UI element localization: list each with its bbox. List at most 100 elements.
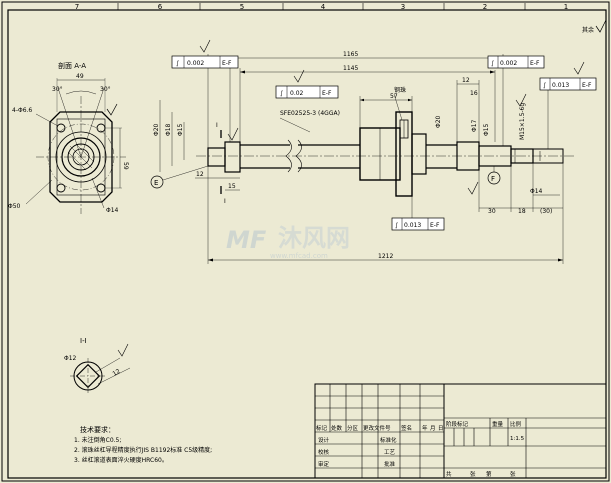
tb-label-check: 校核: [318, 448, 330, 456]
tb-label-ratify: 批准: [384, 460, 396, 468]
detail-title: I-I: [80, 337, 87, 345]
tol-left-val: 0.002: [187, 60, 204, 67]
tb-header-2: 分区: [347, 424, 359, 432]
datum-e-label: E: [154, 179, 158, 187]
tol-right-val: 0.002: [500, 60, 517, 67]
dim-total-1212: 1212: [378, 253, 393, 260]
dim-phi50: Φ50: [8, 203, 21, 210]
tb-header-7: 日: [438, 425, 444, 432]
dim-angle-left: 30°: [52, 86, 63, 93]
section-marker-top: I: [216, 122, 218, 129]
dim-screw-1145: 1145: [343, 65, 358, 72]
zone-4: 4: [321, 3, 326, 11]
tol-bottom-val: 0.013: [404, 222, 421, 229]
tech-note-3: 3. 丝杠滚道表面淬火硬度HRC60。: [74, 456, 168, 464]
tol-frame-bottom: ∫ 0.013 E-F: [391, 217, 445, 231]
mount-hole-bl: [56, 183, 66, 193]
zone-strip: 7 6 5 4 3 2 1: [75, 3, 568, 11]
screw-shaft-left: [240, 144, 290, 169]
flange-outline: [49, 111, 113, 203]
section-dim-text: 49 30° 30° 4-Φ6.6 59 Φ50 Φ14: [8, 73, 129, 214]
roughness-marks: [199, 39, 585, 195]
detail-dim-phi: Φ12: [64, 355, 77, 362]
dim-12-left: 12: [196, 171, 204, 178]
tech-note-1: 1. 未注倒角C0.5;: [74, 436, 121, 444]
mount-hole-tl: [56, 123, 66, 133]
dim-phi14-right: Φ14: [530, 188, 543, 195]
tol-far-ref: E-F: [582, 82, 592, 89]
mount-hole-br: [96, 183, 106, 193]
detail-dim-size: 12: [112, 368, 122, 378]
dim-12-top: 12: [462, 77, 470, 84]
zone-5: 5: [240, 3, 244, 11]
dim-left-phi-2: Φ15: [177, 123, 184, 136]
dim-18: 18: [518, 208, 526, 215]
tol-frame-mid: ∫ 0.02 E-F: [275, 85, 339, 99]
nut-label: 钢珠: [394, 86, 406, 94]
tb-right-weight: 重量: [492, 420, 504, 428]
zone-1: 1: [564, 3, 568, 11]
tb-header-5: 年: [422, 424, 428, 432]
tb-header-4: 签名: [401, 424, 412, 432]
left-shoulder: [224, 141, 241, 173]
dim-30-ref: (30): [540, 208, 552, 215]
dim-30: 30: [488, 208, 496, 215]
zone-3: 3: [401, 3, 405, 11]
tol-far-sym: ∫: [543, 82, 546, 89]
tol-mid-val: 0.02: [290, 90, 304, 97]
tol-right-ref: E-F: [530, 60, 540, 67]
datum-f: F: [487, 166, 501, 185]
dim-left-phi-0: Φ20: [153, 123, 160, 136]
dim-15: 15: [228, 183, 236, 190]
dim-hole-count: 4-: [12, 107, 18, 114]
screw-model: SFE02525-3 (4GGA): [280, 110, 340, 117]
tb-right-scale: 比例: [510, 420, 522, 428]
watermark-url: www.mfcad.com: [270, 252, 328, 260]
dim-49: 49: [76, 73, 84, 80]
main-shaft-view: [196, 111, 576, 197]
dim-phi-nut: Φ20: [435, 115, 442, 128]
tol-mid-ref: E-F: [322, 90, 332, 97]
roughness-symbol-corner: [595, 19, 607, 33]
dim-phi14: Φ14: [106, 207, 119, 214]
tb-bottom-0: 共: [446, 470, 452, 478]
tol-bottom-sym: ∫: [395, 222, 398, 229]
dim-thread: M15×1.5-6g: [519, 103, 526, 140]
tb-label-approve: 审定: [318, 460, 330, 468]
tb-label-process: 工艺: [384, 449, 396, 456]
detail-view-i-i: I-I: [70, 337, 131, 394]
main-dim-text: 1165 1145 1212 57 12 16 12 15 30 18 (30)…: [153, 51, 552, 260]
datum-e: E: [150, 165, 209, 189]
section-view-a-a: 剖面 A-A: [25, 61, 126, 214]
tb-bottom-3: 张: [510, 470, 516, 478]
zone-2: 2: [483, 3, 487, 11]
section-marker-bottom: I: [224, 198, 226, 205]
detail-square: [75, 363, 101, 389]
left-journal: [207, 147, 226, 167]
tb-header-6: 月: [430, 425, 436, 432]
tb-label-design: 设计: [318, 436, 330, 444]
tol-left-sym: ∫: [176, 60, 179, 67]
tech-requirements: 技术要求： 1. 未注倒角C0.5; 2. 滚珠丝杠导程精度执行JIS B119…: [74, 425, 212, 464]
datum-f-label: F: [491, 175, 495, 183]
dim-59: 59: [122, 162, 129, 170]
watermark-logo: MF: [226, 226, 267, 254]
tol-far-val: 0.013: [552, 82, 569, 89]
tb-header-3: 更改文件号: [363, 424, 391, 432]
tol-left-ref: E-F: [222, 60, 232, 67]
dim-hole: 4-Φ6.6: [12, 107, 32, 114]
zone-7: 7: [75, 3, 79, 11]
tol-frame-right: ∫ 0.002 E-F: [487, 55, 545, 69]
tb-header-0: 标记: [316, 424, 328, 432]
screw-shaft-right: [426, 144, 457, 169]
dim-57: 57: [390, 93, 398, 100]
dim-phi15-right: Φ15: [483, 123, 490, 136]
roughness-symbol-flange: [106, 103, 118, 116]
ball-nut-tail: [411, 133, 427, 175]
watermark: MF 沐风网 www.mfcad.com: [226, 224, 350, 260]
tb-header-1: 处数: [331, 424, 343, 432]
tol-frame-far: ∫ 0.013 E-F: [539, 77, 597, 149]
